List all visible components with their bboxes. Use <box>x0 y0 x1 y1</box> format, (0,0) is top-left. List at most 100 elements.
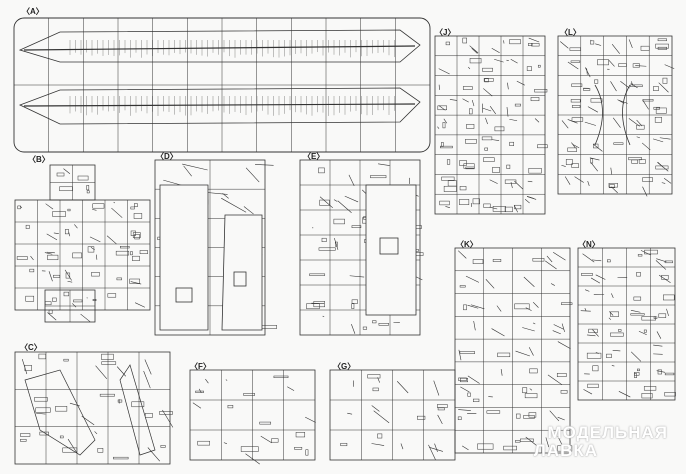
sprue-k-part <box>460 377 468 383</box>
sprue-b-part <box>47 254 59 261</box>
sprue-j-part <box>441 142 444 147</box>
sprue-k-part <box>462 445 469 451</box>
sprue-b-part <box>46 251 55 254</box>
sprue-k-part <box>492 259 502 262</box>
sprue-n-part <box>581 273 593 276</box>
sprue-n-part <box>664 260 673 264</box>
sprue-k-part <box>465 275 480 283</box>
sprue-k-part <box>459 285 466 288</box>
sprue-n-part <box>634 373 637 378</box>
sprue-d-part <box>221 197 247 213</box>
sprue-c-part <box>147 447 161 462</box>
sprue-b-part <box>16 256 28 260</box>
sprue-c-part <box>144 413 153 418</box>
sprue-j-part <box>509 118 518 122</box>
sprue-j-part <box>516 80 525 86</box>
sprue-f-part <box>223 442 228 444</box>
sprue-j-part <box>483 203 491 208</box>
sprue-j-part <box>507 82 509 90</box>
sprue-l-part <box>564 176 571 185</box>
sprue-n-part <box>610 311 619 317</box>
sprue-b-part <box>59 186 73 192</box>
sprue-l-part <box>569 47 581 51</box>
sprue-g-part <box>400 443 404 450</box>
sprue-f-part <box>192 402 202 409</box>
sprue-l-part <box>657 162 669 172</box>
watermark-line-1: МОДЕЛЬНАЯ <box>547 423 668 442</box>
sprue-f-part <box>294 447 303 450</box>
sprue-b-part <box>90 246 95 251</box>
sprue-g-part <box>371 405 380 412</box>
sprue-c-part <box>162 409 174 428</box>
sprue-k-part <box>470 304 485 310</box>
sprue-n-part <box>656 331 662 339</box>
sprue-b-part <box>74 224 78 229</box>
sprue-l-part <box>570 99 581 103</box>
sprue-b-part <box>106 235 117 245</box>
sprue-l-part <box>572 144 580 149</box>
sprue-n-part <box>643 386 657 391</box>
sprue-j-part <box>526 66 532 71</box>
sprue-j-part <box>506 107 509 117</box>
sprue-j-part <box>465 139 477 144</box>
sprue-k-part <box>549 410 560 422</box>
sprue-label-l: 〈L〉 <box>560 28 581 37</box>
sprue-d-hatch <box>175 287 193 303</box>
sprue-b-part <box>63 291 70 297</box>
sprue-b-part <box>30 255 34 261</box>
sprue-label-k: 〈K〉 <box>456 240 478 249</box>
sprue-j-part <box>469 108 473 115</box>
sprue-c-part <box>34 397 48 402</box>
sprue-g-part <box>340 442 348 447</box>
sprue-j-part <box>481 136 493 141</box>
sprue-k-part <box>532 322 536 325</box>
sprue-l-part <box>611 44 620 54</box>
sprue-j-part <box>442 122 446 129</box>
sprue-k-part <box>515 350 530 357</box>
sprue-e-part <box>335 241 338 247</box>
sprue-n-part <box>666 308 669 317</box>
sprue-b-part <box>91 272 100 277</box>
sprue-l-part <box>571 117 584 122</box>
hull-keel <box>23 103 416 107</box>
sprue-k-part <box>467 392 471 397</box>
sprue-k-part <box>560 390 568 394</box>
sprue-n-part <box>636 272 641 277</box>
sprue-l-part <box>664 64 675 69</box>
sprue-l-part <box>574 176 584 183</box>
sprue-n-part <box>583 389 593 395</box>
sprue-e-part <box>351 324 356 334</box>
sprue-e-hatch <box>379 237 399 255</box>
sprue-n-part <box>664 392 676 397</box>
sprue-l-part <box>642 186 648 197</box>
sprue-n-part <box>611 365 615 367</box>
sprue-k-part <box>528 412 537 418</box>
sprue-b-part <box>17 205 21 210</box>
sprue-b-part <box>53 274 61 278</box>
sprue-l-part <box>595 43 602 46</box>
sprue-g-part <box>434 443 438 452</box>
sprue-b-part <box>53 232 59 235</box>
sprue-j-part <box>530 97 540 102</box>
sprue-n-part <box>630 351 642 362</box>
sprue-l-part <box>570 60 581 63</box>
sprue-b-part <box>64 269 72 281</box>
sprue-l-part <box>594 79 599 84</box>
sprue-j-part <box>489 106 496 115</box>
sprue-l-part <box>597 59 609 66</box>
sprue-l-part <box>642 99 654 102</box>
sprue-n-part <box>595 274 606 280</box>
sprue-j-part <box>459 186 467 191</box>
sprue-j-part <box>469 45 479 54</box>
sprue-l-part <box>642 177 653 182</box>
sprue-e-part <box>318 247 336 251</box>
sprue-c-part <box>119 364 156 456</box>
sprue-l-part <box>571 105 581 108</box>
sprue-k-part <box>547 374 563 385</box>
sprue-b-part <box>107 293 117 298</box>
sprue-b-part <box>56 172 65 177</box>
sprue-k-part <box>525 307 532 311</box>
sprue-j-part <box>492 206 506 212</box>
sprue-c-part <box>24 369 96 456</box>
sprue-b-part <box>139 250 148 255</box>
